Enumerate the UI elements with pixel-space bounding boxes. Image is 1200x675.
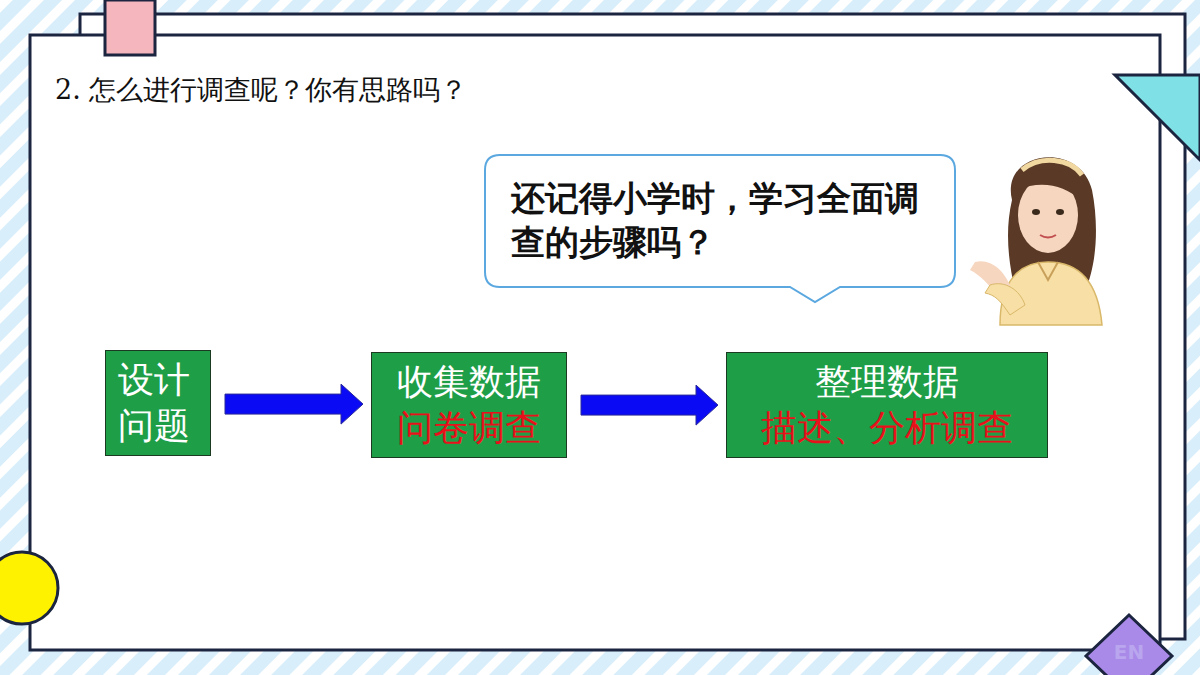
pink-tab: [105, 0, 155, 55]
process-box: 整理数据描述、分析调查: [726, 352, 1048, 458]
node-text: 还记得小学时，学习全面调查的步骤吗？: [511, 177, 929, 264]
block-arrow: [581, 385, 718, 425]
speech-bubble-outline: [485, 155, 955, 302]
yellow-circle: [0, 552, 58, 624]
speech-bubble: 还记得小学时，学习全面调查的步骤吗？: [487, 157, 953, 285]
girl-illustration: [970, 157, 1102, 325]
process-box: 收集数据问卷调查: [371, 352, 567, 458]
slide-title: 2. 怎么进行调查呢？你有思路吗？: [55, 72, 467, 108]
purple-diamond: [1086, 615, 1172, 675]
cyan-triangle: [1115, 75, 1200, 160]
block-arrow: [225, 384, 363, 424]
node-text: 问卷调查: [380, 405, 558, 451]
process-box: 设计 问题: [105, 350, 211, 456]
front-panel: [30, 35, 1160, 650]
node-text: 设计 问题: [118, 357, 196, 449]
node-text: 整理数据: [735, 359, 1039, 405]
watermark-label: EN: [1104, 640, 1154, 664]
node-text: 描述、分析调查: [735, 405, 1039, 451]
node-text: 收集数据: [380, 359, 558, 405]
